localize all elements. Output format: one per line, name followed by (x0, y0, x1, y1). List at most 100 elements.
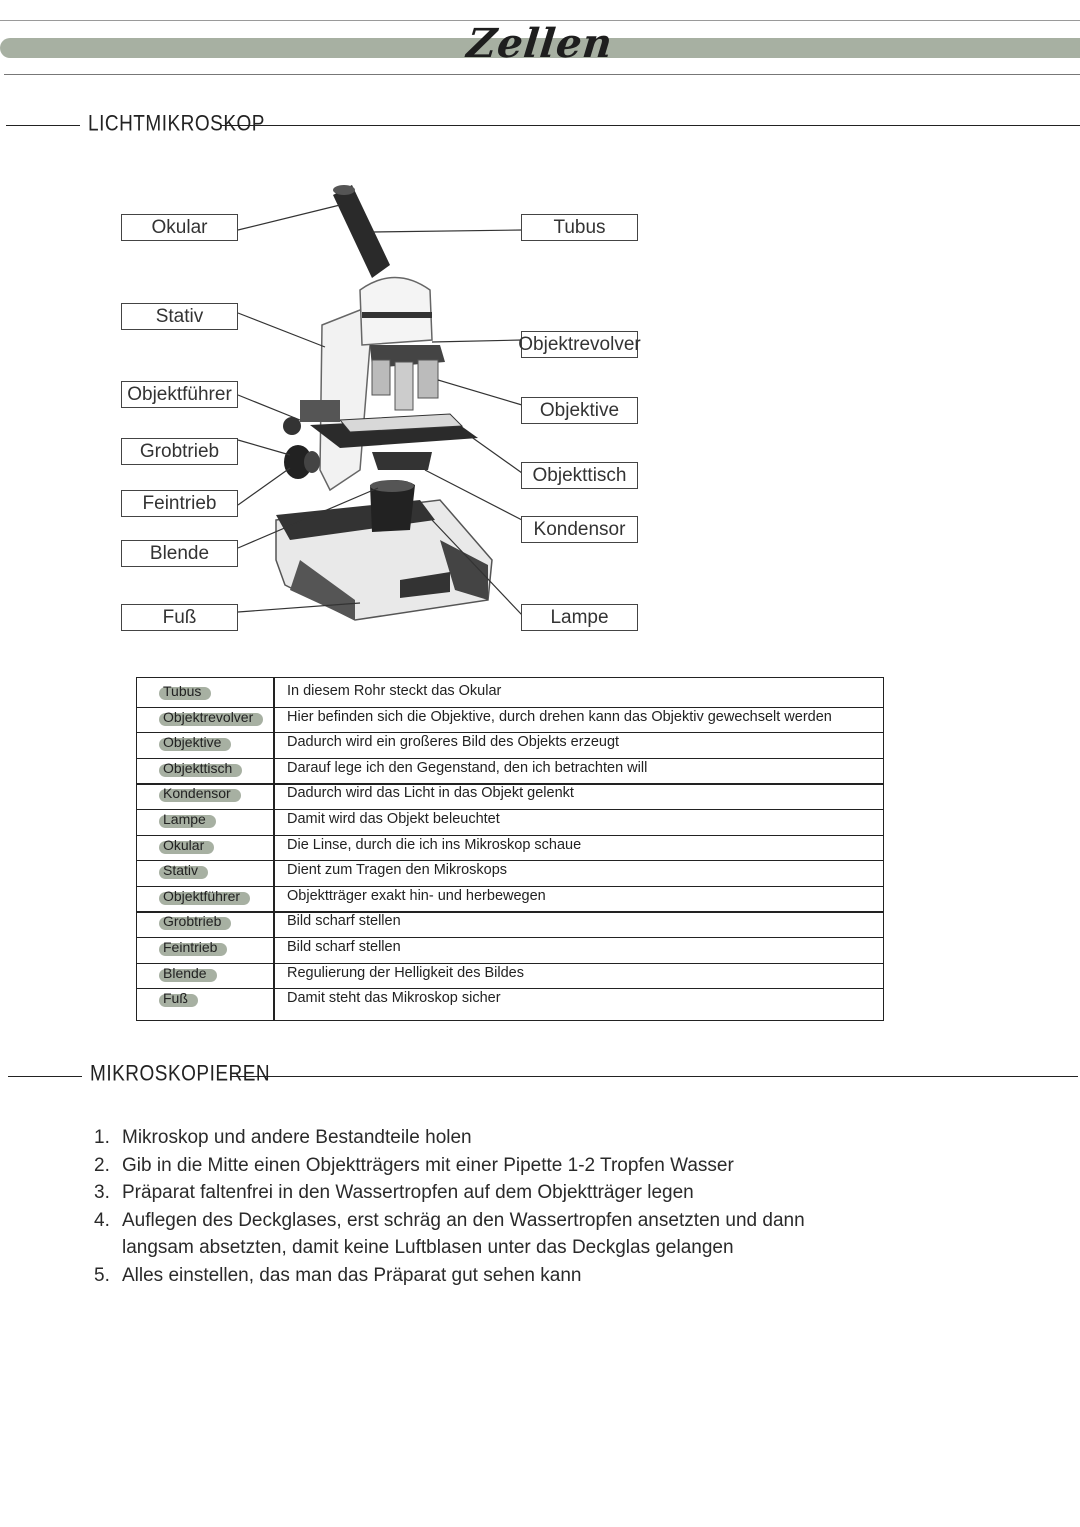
table-row: Kondensor Dadurch wird das Licht in das O… (137, 782, 883, 808)
step-number: 5. (94, 1264, 110, 1286)
step-item: 2. Gib in die Mitte einen Objektträgers m… (94, 1152, 994, 1180)
term-highlight (159, 712, 264, 726)
table-term-text: Blende (163, 964, 207, 981)
step-item: 3. Präparat faltenfrei in den Wassertropf… (94, 1179, 994, 1207)
table-term: Stativ (159, 862, 209, 880)
table-term: Blende (159, 964, 217, 982)
table-term: Fuß (159, 990, 198, 1008)
label-kondensor: Kondensor (521, 516, 638, 543)
step-text: Alles einstellen, das man das Präparat g… (122, 1264, 582, 1286)
section-rule-left-2 (8, 1076, 82, 1077)
section-rule-right (220, 125, 1080, 126)
term-highlight (159, 840, 215, 854)
table-description: Darauf lege ich den Gegenstand, den ich … (287, 759, 648, 776)
table-term: Objektführer (159, 887, 251, 905)
label-blende: Blende (121, 540, 238, 567)
term-highlight (159, 866, 209, 880)
table-term: Objektrevolver (159, 708, 264, 726)
table-term-text: Objektführer (163, 887, 241, 904)
table-row: Objektive Dadurch wird ein großeres Bild … (137, 731, 883, 757)
table-term-text: Stativ (163, 862, 199, 879)
table-description: Objektträger exakt hin- und herbewegen (287, 887, 546, 904)
term-highlight (159, 891, 251, 905)
table-term: Objekttisch (159, 759, 243, 777)
table-row-divider (137, 911, 883, 913)
term-highlight (159, 968, 217, 982)
table-term-text: Tubus (163, 683, 202, 699)
table-description: In diesem Rohr steckt das Okular (287, 683, 502, 699)
table-row-divider (137, 732, 883, 734)
table-term-text: Grobtrieb (163, 913, 222, 930)
term-highlight (159, 738, 232, 752)
step-number: 2. (94, 1154, 110, 1176)
term-highlight (159, 763, 243, 777)
table-row: Lampe Damit wird das Objekt beleuchtet (137, 808, 883, 834)
label-objektfuehrer: Objektführer (121, 381, 238, 408)
table-description: Bild scharf stellen (287, 913, 401, 930)
step-item: 1. Mikroskop und andere Bestandteile hole… (94, 1124, 994, 1152)
table-term: Grobtrieb (159, 913, 232, 931)
table-term: Objektive (159, 734, 232, 752)
header-rule-top (0, 20, 1080, 21)
table-description: Dadurch wird das Licht in das Objekt gel… (287, 785, 574, 802)
table-term-text: Kondensor (163, 785, 231, 802)
table-term-text: Feintrieb (163, 939, 218, 955)
label-feintrieb: Feintrieb (121, 490, 238, 517)
table-description: Damit wird das Objekt beleuchtet (287, 811, 500, 827)
table-row: Objekttisch Darauf lege ich den Gegenstan… (137, 757, 883, 783)
term-highlight (159, 815, 216, 828)
step-text: Präparat faltenfrei in den Wassertropfen… (122, 1182, 694, 1203)
label-stativ: Stativ (121, 303, 238, 330)
step-text: Gib in die Mitte einen Objektträgers mit… (122, 1154, 734, 1176)
term-highlight (159, 687, 212, 700)
step-number: 3. (94, 1182, 110, 1203)
table-description: Bild scharf stellen (287, 939, 401, 955)
table-description: Regulierung der Helligkeit des Bildes (287, 964, 524, 981)
table-column-divider (273, 678, 275, 1020)
section-heading-mikroskopieren: MIKROSKOPIEREN (90, 1062, 271, 1087)
table-term-text: Okular (163, 836, 205, 853)
procedure-steps: 1. Mikroskop und andere Bestandteile hole… (94, 1124, 994, 1289)
label-fuss: Fuß (121, 604, 238, 631)
table-row: Objektrevolver Hier befinden sich die Obj… (137, 706, 883, 732)
table-description: Dadurch wird ein großeres Bild des Objek… (287, 734, 620, 751)
header-rule-bottom (4, 74, 1080, 75)
table-term-text: Lampe (163, 811, 206, 827)
label-tubus: Tubus (521, 214, 638, 241)
table-row: Blende Regulierung der Helligkeit des Bil… (137, 962, 883, 988)
table-row: Objektführer Objektträger exakt hin- und … (137, 885, 883, 911)
microscope-illustration (275, 185, 493, 621)
term-highlight (159, 789, 241, 803)
table-term: Lampe (159, 811, 216, 828)
label-okular: Okular (121, 214, 238, 241)
table-row: Feintrieb Bild scharf stellen (137, 936, 883, 962)
microscope-diagram (237, 185, 523, 621)
table-row-divider (137, 757, 883, 759)
label-lampe: Lampe (521, 604, 638, 631)
table-description: Hier befinden sich die Objektive, durch … (287, 708, 832, 725)
table-term: Okular (159, 836, 215, 854)
table-row-divider (137, 834, 883, 836)
table-row-divider (137, 706, 883, 708)
label-grobtrieb: Grobtrieb (121, 438, 238, 465)
table-term: Feintrieb (159, 939, 228, 956)
step-text: Mikroskop und andere Bestandteile holen (122, 1127, 472, 1148)
term-highlight (159, 917, 232, 931)
table-row-divider (137, 885, 883, 887)
step-text: Auflegen des Deckglases, erst schräg an … (122, 1209, 805, 1259)
step-number: 1. (94, 1127, 110, 1148)
table-term-text: Objekttisch (163, 759, 233, 776)
table-term-text: Objektrevolver (163, 708, 254, 725)
table-term-text: Fuß (163, 990, 188, 1007)
table-row-divider (137, 860, 883, 862)
section-heading-lichtmikroskop: LICHTMIKROSKOP (88, 112, 265, 137)
label-objektrevolver: Objektrevolver (518, 331, 641, 358)
step-item: 5. Alles einstellen, das man das Präparat… (94, 1262, 994, 1290)
table-row-divider (137, 783, 883, 785)
section-rule-right-2 (230, 1076, 1078, 1077)
table-row-divider (137, 937, 883, 939)
leader-lines (237, 204, 523, 616)
